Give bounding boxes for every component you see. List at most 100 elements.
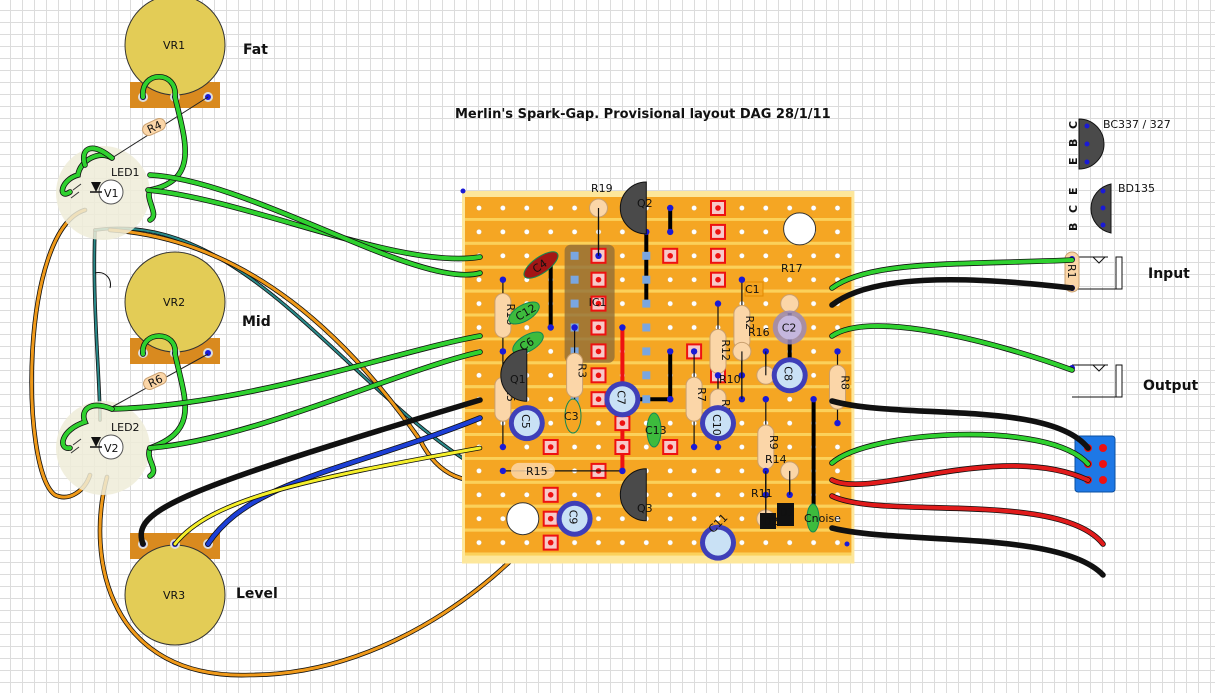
node <box>667 348 674 355</box>
node <box>499 467 507 475</box>
hole <box>834 515 841 522</box>
arc-marker <box>94 272 111 289</box>
node <box>810 396 817 403</box>
lamp-label: V2 <box>104 442 119 455</box>
jack-sleeve <box>1115 256 1123 290</box>
wire-green <box>148 350 482 450</box>
pot-id: VR1 <box>163 39 185 52</box>
pad-dot <box>667 444 673 450</box>
resistor-label: R9 <box>767 435 780 450</box>
capacitor-label: C3 <box>564 410 579 423</box>
ic-pin <box>570 299 579 308</box>
pot-id: VR2 <box>163 296 185 309</box>
hole <box>762 252 769 259</box>
hole <box>762 205 769 211</box>
strip-gap <box>465 409 852 413</box>
pad-dot <box>547 539 554 546</box>
hole <box>547 372 554 379</box>
resistor-label: R2 <box>743 316 756 331</box>
node <box>499 348 507 355</box>
pin-label: C <box>1067 121 1080 129</box>
hole <box>715 491 721 498</box>
wire-green <box>81 146 114 167</box>
capacitor-label: C13 <box>645 424 667 437</box>
pad-dot <box>595 276 602 283</box>
transistor-Q3 <box>619 468 647 522</box>
hole <box>619 539 626 546</box>
hole <box>547 229 554 235</box>
pad-dot <box>595 372 602 379</box>
hole <box>476 205 482 211</box>
node <box>667 396 674 403</box>
hole <box>523 444 530 450</box>
hole <box>667 276 674 283</box>
hole <box>523 539 530 546</box>
control-label-mid: Mid <box>242 314 271 330</box>
transistor-Q2 <box>619 181 647 235</box>
corner-marker <box>460 188 466 194</box>
hole <box>786 396 793 403</box>
pinout-transistor-bc337 <box>1078 118 1105 170</box>
wire-black <box>830 277 1074 307</box>
strip-gap <box>465 504 852 508</box>
wire-orange <box>30 208 92 499</box>
copper-strip <box>465 436 852 457</box>
hole <box>667 468 674 474</box>
wire-red <box>830 464 1090 487</box>
hole <box>739 539 745 546</box>
control-label-level: Level <box>236 586 278 602</box>
wires <box>59 73 1106 578</box>
hole <box>810 300 817 307</box>
resistor-label: R19 <box>591 182 613 195</box>
hole <box>667 539 674 546</box>
strip-gap <box>465 361 852 365</box>
hole <box>595 491 602 498</box>
resistor-label: R7 <box>695 387 708 402</box>
hole <box>523 229 530 235</box>
pad-dot <box>547 492 554 498</box>
hole <box>619 300 626 307</box>
hole <box>834 252 841 259</box>
hole <box>571 205 578 211</box>
hole <box>810 205 817 211</box>
node <box>714 443 722 451</box>
film-capacitor-C6 <box>512 331 544 355</box>
hole <box>547 205 554 211</box>
hole <box>786 420 793 426</box>
wire-green <box>148 173 482 277</box>
copper-strip <box>465 316 852 338</box>
jack-contact <box>1072 364 1122 398</box>
ic-pin <box>642 251 651 260</box>
hole <box>834 539 841 546</box>
hole <box>476 300 482 307</box>
diode-symbol <box>91 182 101 192</box>
capacitor-label: C2 <box>782 322 797 335</box>
capacitor-label: C6 <box>517 335 536 354</box>
hole <box>476 372 482 379</box>
hole <box>571 539 578 546</box>
hole <box>691 324 697 331</box>
hole <box>762 324 769 331</box>
hole <box>476 515 482 522</box>
hole <box>476 324 482 331</box>
film-capacitor-C12 <box>508 301 540 325</box>
resistor-label: R6 <box>146 372 165 390</box>
hole <box>619 252 626 259</box>
pin-label: B <box>1067 139 1080 147</box>
hole <box>500 515 506 522</box>
capacitor-label: C7 <box>614 390 627 405</box>
copper-strip <box>465 292 852 314</box>
diode-label: D1 <box>779 506 794 519</box>
hole <box>667 491 674 498</box>
hole <box>834 444 841 450</box>
pinout-pin <box>1084 159 1090 165</box>
resistor-label: R4 <box>145 118 164 136</box>
hole <box>739 205 745 211</box>
wire-green-outline <box>829 323 1075 373</box>
electrolytic-cap-top <box>705 410 731 437</box>
mounting-hole <box>783 212 817 246</box>
resistor-R3 <box>566 352 584 398</box>
hole <box>523 491 530 498</box>
hole <box>667 324 674 331</box>
node <box>738 276 746 283</box>
